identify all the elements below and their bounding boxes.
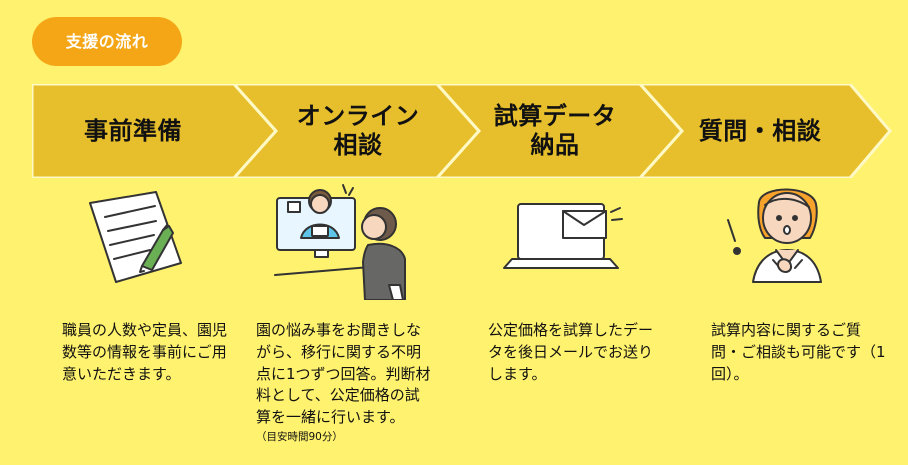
step-1-description: 職員の人数や定員、園児数等の情報を事前にご用意いただきます。 bbox=[62, 320, 240, 385]
step-4-arrow bbox=[637, 84, 892, 178]
step-2-title: オンライン 相談 bbox=[296, 102, 420, 159]
process-flow bbox=[32, 84, 892, 178]
step-2-arrow bbox=[231, 84, 482, 178]
step-2-description: 園の悩み事をお聞きしながら、移行に関する不明点に1つずつ回答。判断材料として、公… bbox=[256, 320, 434, 444]
section-badge: 支援の流れ bbox=[32, 17, 182, 66]
consultant-icon bbox=[720, 180, 860, 300]
laptop-mail-icon bbox=[500, 180, 640, 300]
step-2-description-text: 園の悩み事をお聞きしながら、移行に関する不明点に1つずつ回答。判断材料として、公… bbox=[256, 321, 431, 426]
step-4-description-text: 試算内容に関するご質問・ご相談も可能です（1回）。 bbox=[711, 321, 886, 383]
step-3-description: 公定価格を試算したデータを後日メールでお送りします。 bbox=[488, 320, 666, 385]
step-3-description-text: 公定価格を試算したデータを後日メールでお送りします。 bbox=[488, 321, 654, 383]
step-4-title: 質問・相談 bbox=[698, 116, 822, 145]
online-consultation-icon bbox=[270, 180, 410, 301]
step-1-description-text: 職員の人数や定員、園児数等の情報を事前にご用意いただきます。 bbox=[62, 321, 228, 383]
flow-arrows bbox=[32, 84, 892, 178]
step-2-note: （目安時間90分） bbox=[256, 430, 343, 443]
step-1-title: 事前準備 bbox=[84, 116, 182, 145]
document-pencil-icon bbox=[72, 180, 212, 300]
step-3-arrow bbox=[434, 84, 685, 178]
step-3-title: 試算データ 納品 bbox=[493, 102, 617, 159]
step-4-description: 試算内容に関するご質問・ご相談も可能です（1回）。 bbox=[711, 320, 889, 385]
